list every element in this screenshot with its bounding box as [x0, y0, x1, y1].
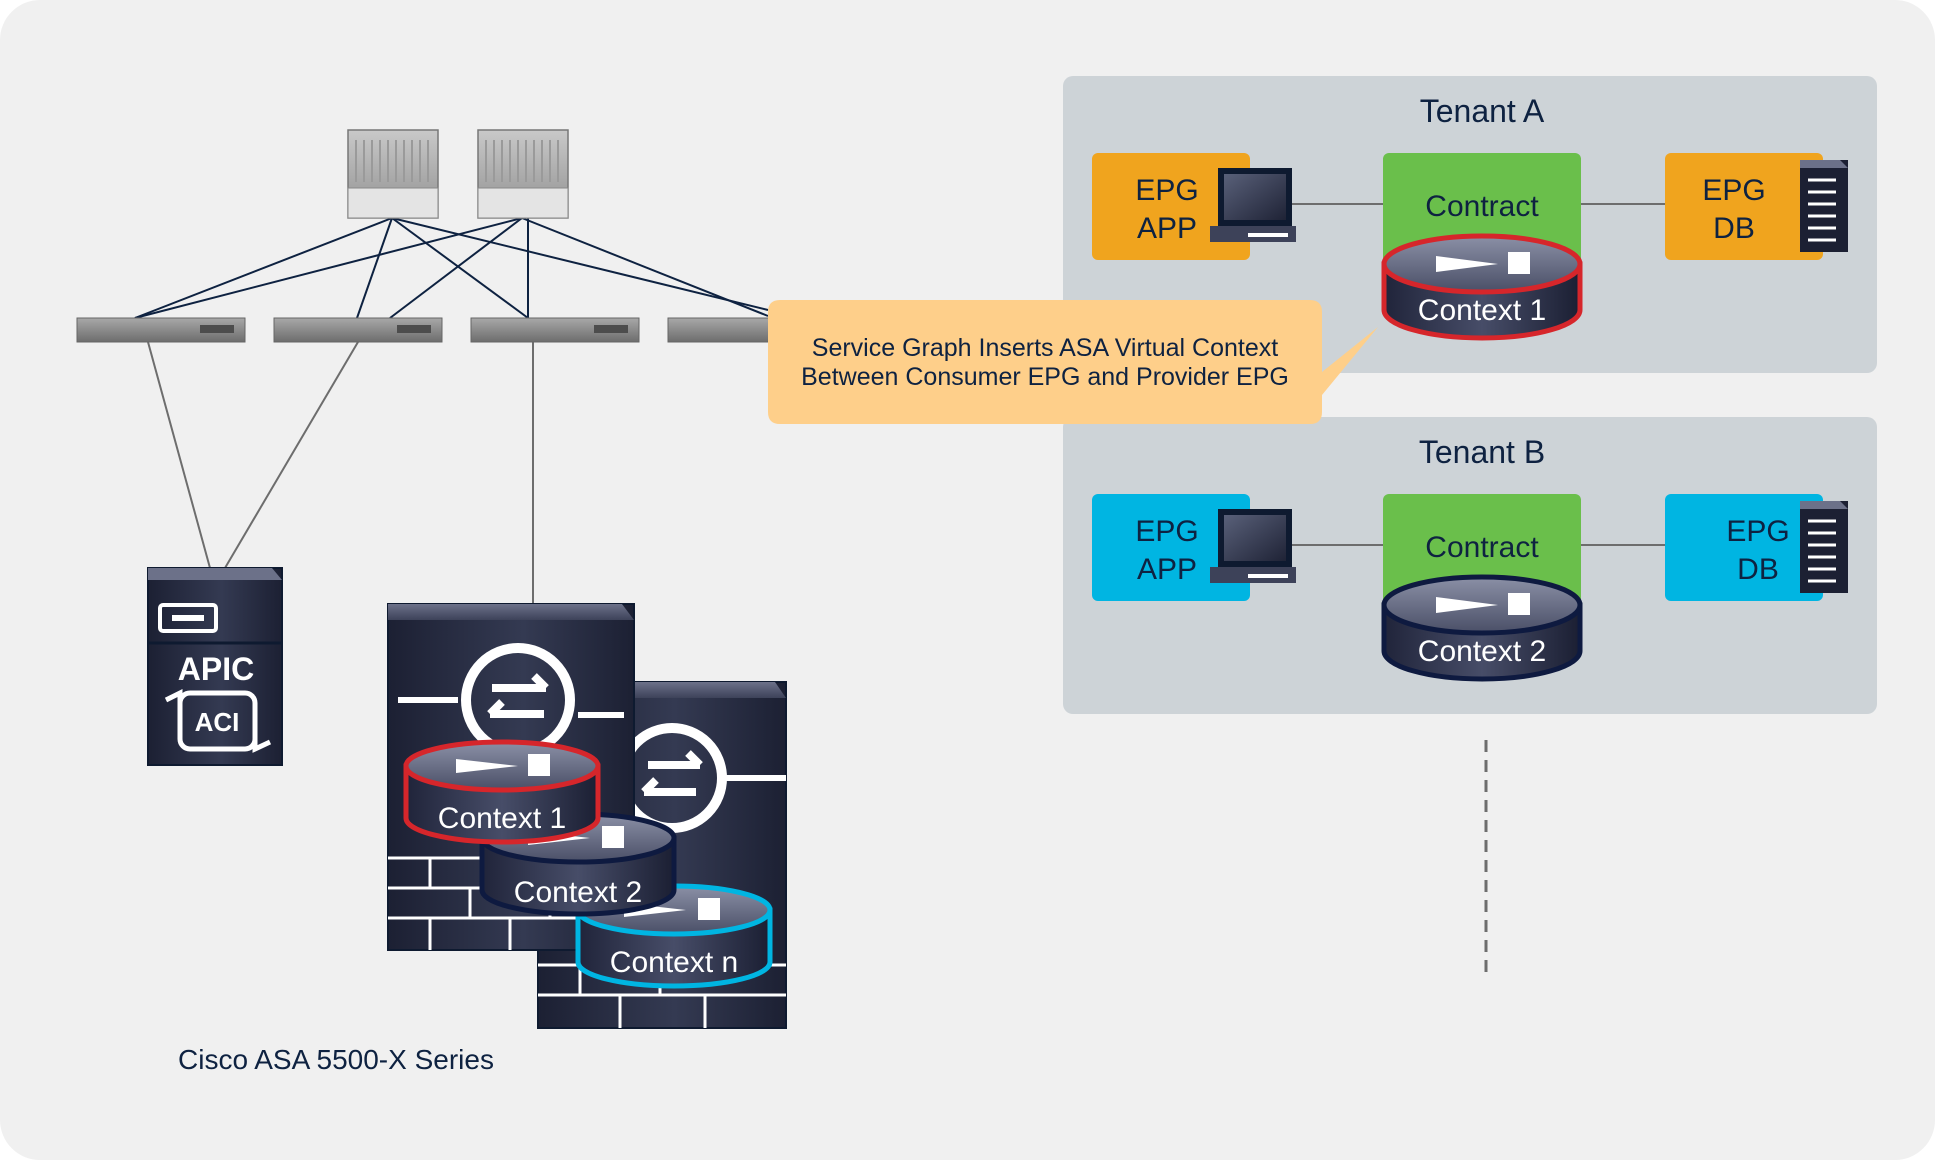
tenant-b-panel: Tenant B EPG APP Contract Context 2 EPG … — [1063, 417, 1877, 714]
tenant-a-context-label: Context 1 — [1418, 294, 1546, 327]
spine-switch-2 — [477, 129, 569, 219]
asa-context-1-label: Context 1 — [438, 802, 566, 835]
callout-line-2: Between Consumer EPG and Provider EPG — [801, 363, 1289, 391]
tenant-b-epg-app-line1: EPG — [1135, 515, 1198, 548]
tenant-b-context: Context 2 — [1381, 574, 1583, 682]
tenant-a-context: Context 1 — [1381, 233, 1583, 341]
server-icon — [1800, 501, 1848, 593]
tenant-b-contract-label: Contract — [1425, 531, 1539, 564]
tenant-a-epg-app-line2: APP — [1137, 212, 1197, 245]
tenant-a-epg-db — [1665, 153, 1823, 260]
tenant-a-contract-label: Contract — [1425, 190, 1539, 223]
leaf-switch-1 — [76, 317, 246, 343]
apic-drive-icon — [158, 603, 218, 633]
asa-context-1: Context 1 — [403, 739, 601, 845]
asa-context-n-label: Context n — [610, 946, 738, 979]
firewall-caption: Cisco ASA 5500-X Series — [178, 1044, 494, 1075]
leaf-switch-3 — [470, 317, 640, 343]
tenant-a-epg-app-line1: EPG — [1135, 174, 1198, 207]
leaf-switch-2 — [273, 317, 443, 343]
aci-badge-label: ACI — [195, 707, 240, 737]
spine-switch-1 — [347, 129, 439, 219]
apic-label: APIC — [178, 651, 254, 687]
tenant-b-epg-db-line2: DB — [1737, 553, 1779, 586]
server-icon — [1800, 160, 1848, 252]
apic-controller: APIC ACI — [147, 567, 283, 766]
service-graph-callout: Service Graph Inserts ASA Virtual Contex… — [768, 300, 1378, 424]
tenant-b-title: Tenant B — [1419, 434, 1545, 470]
asa-context-n: Context n — [575, 883, 773, 989]
laptop-icon — [1210, 168, 1296, 242]
tenant-a-epg-db-line1: EPG — [1702, 174, 1765, 207]
tenant-b-context-label: Context 2 — [1418, 635, 1546, 668]
fabric-links — [134, 217, 769, 319]
tenant-a-title: Tenant A — [1420, 93, 1545, 129]
aci-badge-icon — [177, 690, 258, 752]
access-links — [147, 341, 534, 605]
laptop-icon — [1210, 509, 1296, 583]
tenant-b-epg-db-line1: EPG — [1726, 515, 1789, 548]
leaf-switch-4 — [667, 317, 781, 343]
asa-context-2-label: Context 2 — [514, 876, 642, 909]
tenant-a-panel: Tenant A EPG APP Contract Context 1 EPG … — [1063, 76, 1877, 373]
tenant-b-epg-db — [1665, 494, 1823, 601]
tenant-a-epg-db-line2: DB — [1713, 212, 1755, 245]
tenant-b-epg-app-line2: APP — [1137, 553, 1197, 586]
callout-line-1: Service Graph Inserts ASA Virtual Contex… — [812, 334, 1278, 362]
